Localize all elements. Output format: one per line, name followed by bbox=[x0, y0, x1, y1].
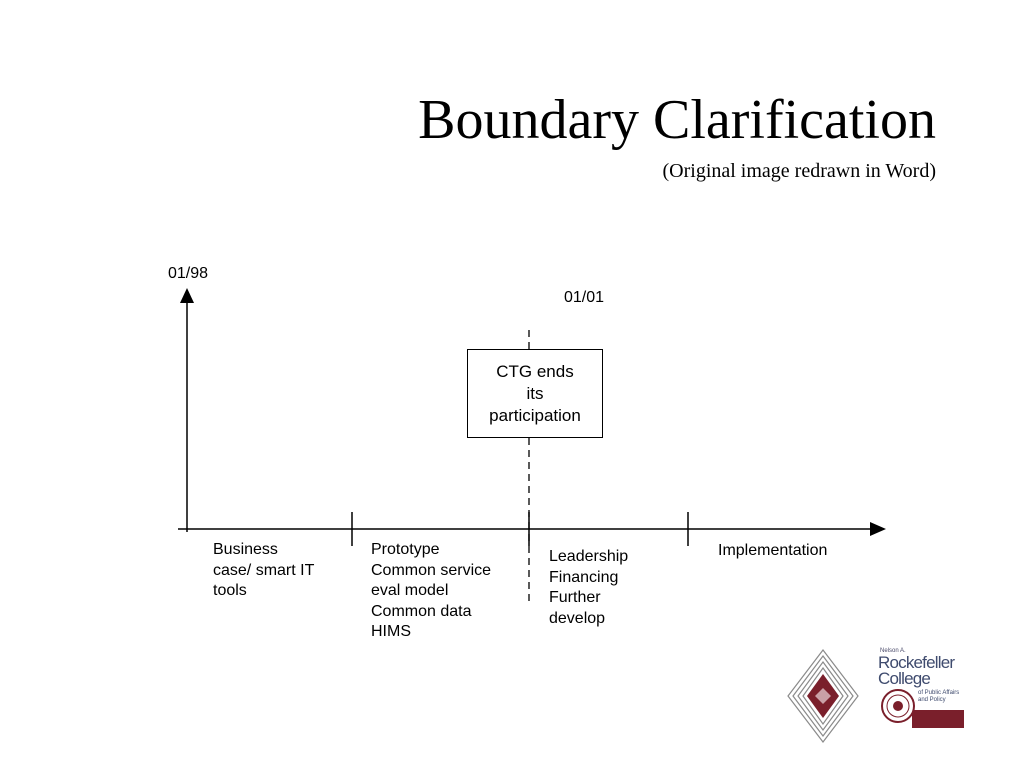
college-logo-subtitle: of Public Affairs and Policy bbox=[918, 690, 960, 703]
college-logo-small-text: Nelson A. bbox=[880, 648, 906, 654]
horizontal-axis-arrowhead bbox=[870, 522, 886, 536]
phase-label-business-case: Business case/ smart IT tools bbox=[213, 541, 315, 599]
college-logo-name: Rockefeller College bbox=[878, 653, 955, 688]
college-logo: Nelson A. Rockefeller College of Public … bbox=[878, 648, 964, 728]
slide-subtitle: (Original image redrawn in Word) bbox=[662, 160, 937, 182]
callout-box: CTG ends its participation bbox=[467, 349, 603, 438]
callout-line: CTG ends bbox=[496, 361, 574, 381]
callout-line: its bbox=[526, 383, 544, 403]
callout-line: participation bbox=[489, 405, 581, 425]
phase-label-prototype: Prototype Common service eval model Comm… bbox=[371, 541, 492, 640]
vertical-axis-arrowhead bbox=[180, 288, 194, 303]
slide-title: Boundary Clarification bbox=[418, 89, 936, 151]
phase-label-leadership: Leadership Financing Further develop bbox=[549, 548, 629, 627]
marker-date-label: 01/01 bbox=[564, 289, 605, 306]
phase-label-implementation: Implementation bbox=[718, 542, 828, 559]
seal-icon bbox=[881, 689, 915, 723]
college-logo-bar bbox=[912, 710, 964, 728]
start-date-label: 01/98 bbox=[168, 265, 209, 282]
diamond-logo-icon bbox=[787, 649, 859, 743]
